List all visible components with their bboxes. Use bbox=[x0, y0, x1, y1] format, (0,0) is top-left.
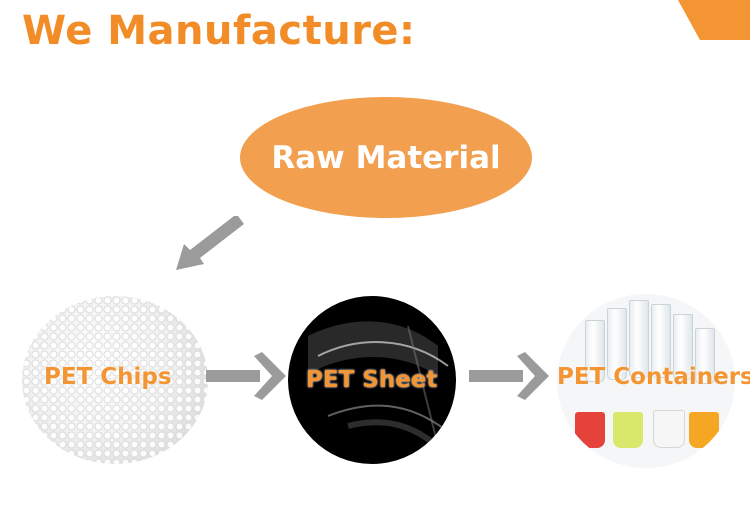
pet-chips-image bbox=[22, 296, 208, 464]
corner-accent bbox=[678, 0, 750, 40]
raw-material-label: Raw Material bbox=[271, 139, 501, 176]
pet-sheet-image bbox=[288, 296, 456, 464]
arrow-right-icon bbox=[469, 352, 549, 400]
pet-chips-label: PET Chips bbox=[44, 364, 172, 390]
pet-sheet-label: PET Sheet bbox=[306, 367, 438, 393]
pet-containers-label: PET Containers bbox=[557, 364, 750, 390]
page-title: We Manufacture: bbox=[22, 8, 416, 54]
pet-containers-image bbox=[557, 294, 735, 468]
diagonal-arrow-icon bbox=[176, 216, 244, 270]
raw-material-node: Raw Material bbox=[240, 97, 532, 218]
arrow-right-icon bbox=[206, 352, 286, 400]
